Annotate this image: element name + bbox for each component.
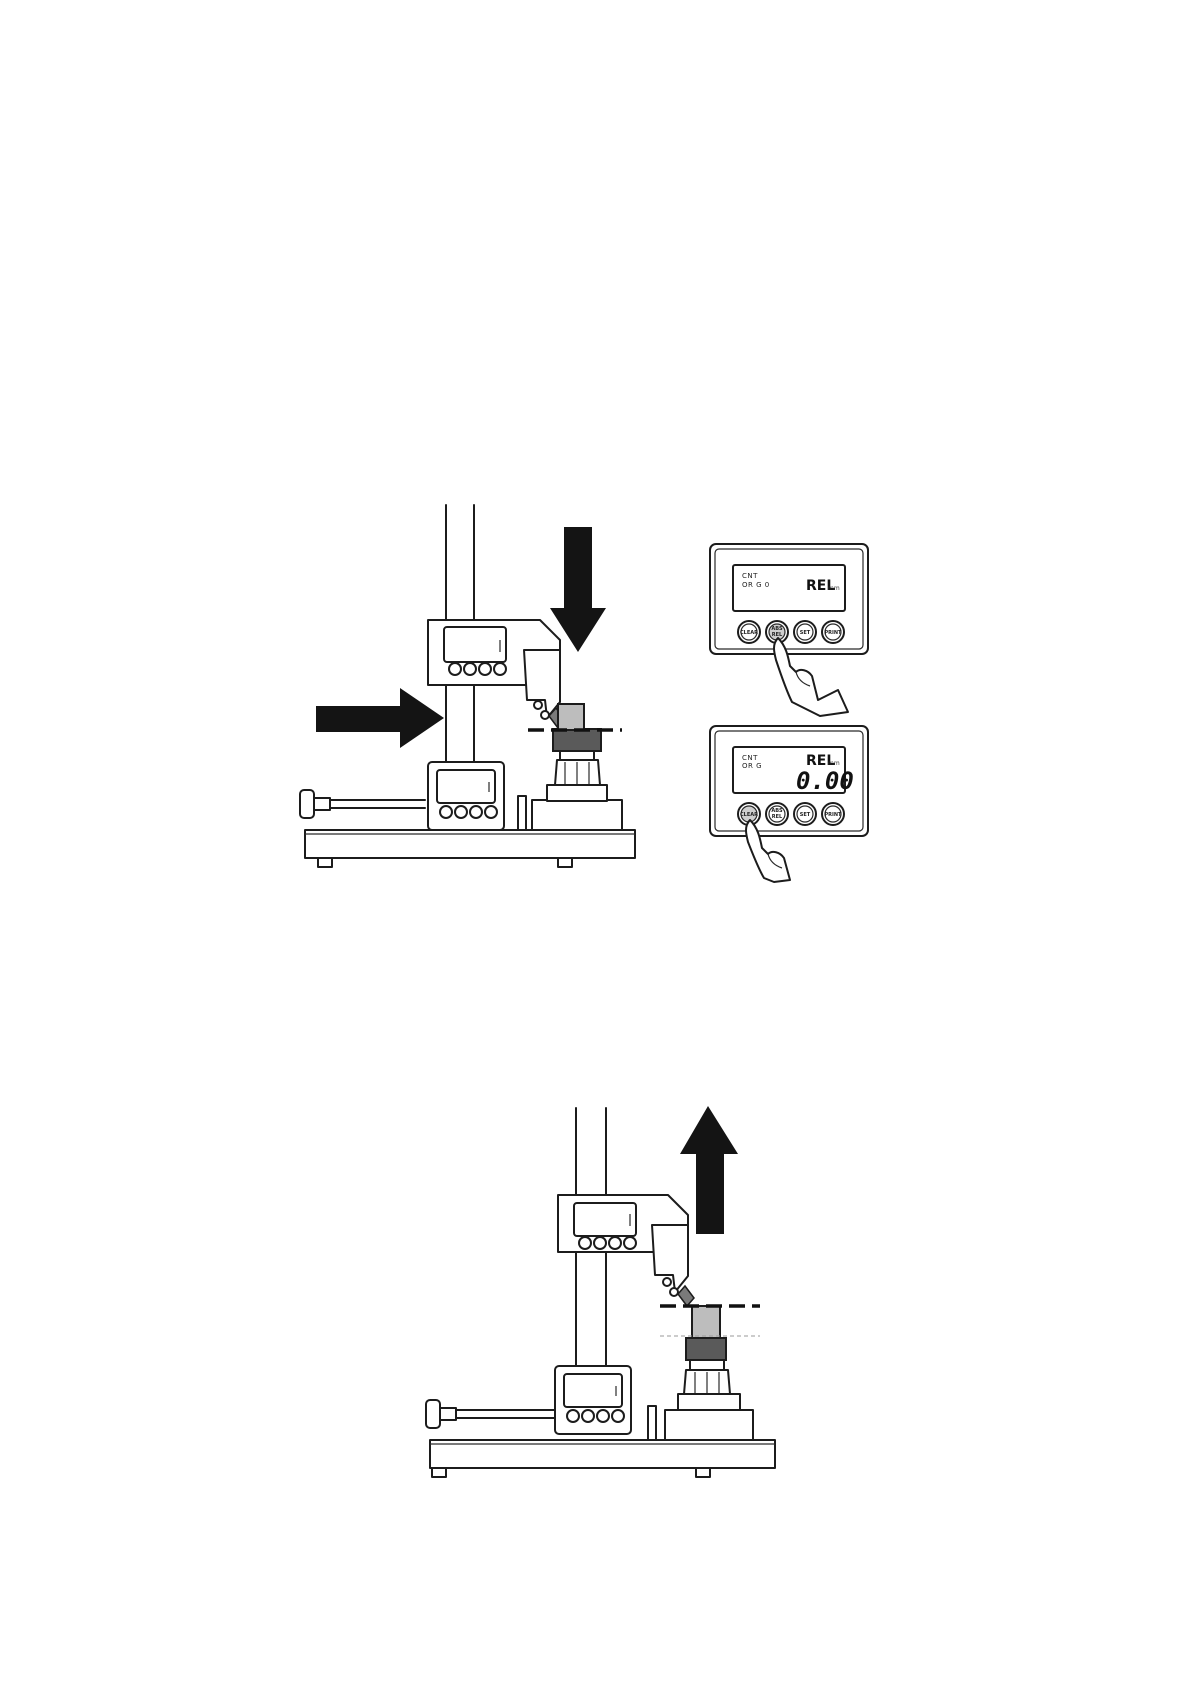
lcd-reading: 0.00 — [796, 767, 854, 795]
tool-tip — [692, 1306, 720, 1338]
probe-pivot — [663, 1278, 671, 1286]
clear-button[interactable]: CLEAR — [738, 621, 760, 643]
lock-knob — [426, 1400, 440, 1428]
height-gauge-figure-2 — [426, 1106, 775, 1477]
control-panel-1: CNT OR G 0 REL mm CLEAR ABS REL SET PRIN… — [710, 544, 868, 716]
stage-disk — [678, 1394, 740, 1410]
control-panel-2: CNT OR G REL mm 0.00 CLEAR ABS REL SET P… — [710, 726, 868, 882]
tool-holder — [553, 729, 601, 751]
tool-tip — [558, 704, 584, 730]
right-arrow — [316, 688, 444, 748]
lock-knob — [300, 790, 314, 818]
lock-knob-collar — [314, 798, 330, 810]
upper-lcd — [444, 627, 506, 662]
height-gauge-figure-1 — [300, 505, 635, 867]
svg-text:SET: SET — [800, 630, 811, 636]
lock-knob-collar — [440, 1408, 456, 1420]
probe-pivot — [541, 711, 549, 719]
abs-rel-button[interactable]: ABS REL — [766, 803, 788, 825]
base-foot — [432, 1468, 446, 1477]
down-arrow — [550, 527, 606, 652]
probe-pivot — [670, 1288, 678, 1296]
chuck-collar — [690, 1360, 724, 1370]
lcd-unit: mm — [828, 585, 840, 592]
print-button[interactable]: PRINT — [822, 621, 844, 643]
svg-text:REL: REL — [772, 814, 783, 820]
set-button[interactable]: SET — [794, 803, 816, 825]
lower-lcd — [564, 1374, 622, 1407]
stage-base — [532, 800, 622, 830]
svg-text:SET: SET — [800, 812, 811, 818]
print-button[interactable]: PRINT — [822, 803, 844, 825]
svg-text:CLEAR: CLEAR — [740, 630, 758, 636]
svg-text:REL: REL — [772, 632, 783, 638]
lcd-unit: mm — [828, 760, 840, 767]
lcd-org-label: OR G — [742, 762, 762, 770]
lcd-org-label: OR G 0 — [742, 581, 770, 589]
upper-lcd — [574, 1203, 636, 1236]
base-foot — [558, 858, 572, 867]
stage-disk — [547, 785, 607, 801]
lcd-cnt-label: CNT — [742, 754, 758, 762]
probe-pivot — [534, 701, 542, 709]
base-foot — [696, 1468, 710, 1477]
probe-tip — [678, 1286, 694, 1306]
svg-text:CLEAR: CLEAR — [740, 812, 758, 818]
rod-stop — [518, 796, 526, 830]
set-button[interactable]: SET — [794, 621, 816, 643]
svg-text:PRINT: PRINT — [825, 630, 843, 636]
rod-stop — [648, 1406, 656, 1440]
lower-lcd — [437, 770, 495, 803]
lcd-cnt-label: CNT — [742, 572, 758, 580]
tool-holder — [686, 1338, 726, 1360]
stage-base — [665, 1410, 753, 1440]
base-foot — [318, 858, 332, 867]
svg-text:PRINT: PRINT — [825, 812, 843, 818]
